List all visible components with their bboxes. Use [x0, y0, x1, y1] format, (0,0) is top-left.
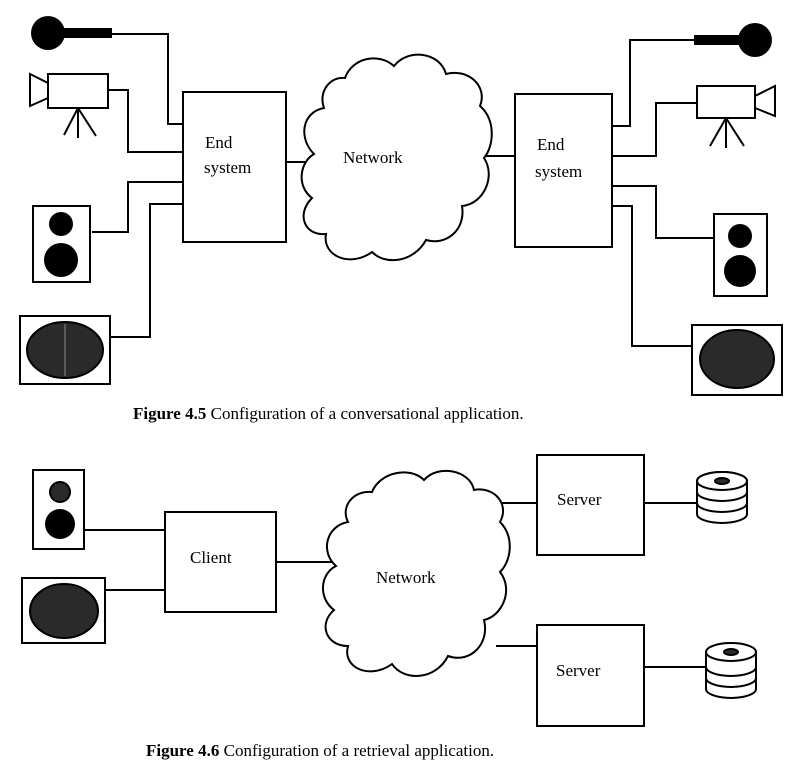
end-system-left: End system	[182, 91, 287, 243]
figure-4-6: Client Network Server Server	[21, 454, 757, 760]
disk-stack-icon-bottom	[705, 642, 757, 699]
speaker-icon	[32, 205, 91, 283]
caption-text-4-5: Configuration of a conversational applic…	[206, 404, 523, 423]
right-connections	[486, 39, 714, 347]
caption-figure-4-6: Figure 4.6 Configuration of a retrieval …	[146, 741, 494, 760]
figure-4-5: End system Network End system	[19, 16, 783, 423]
monitor-icon	[19, 315, 111, 385]
microphone-icon	[31, 16, 112, 50]
microphone-icon-right	[694, 23, 772, 57]
end-system-right-line2: system	[535, 162, 582, 181]
end-system-left-line2: system	[204, 158, 251, 177]
caption-figure-4-5: Figure 4.5 Configuration of a conversati…	[133, 404, 524, 423]
camera-icon	[29, 72, 109, 138]
network-cloud-top: Network	[300, 53, 493, 261]
end-system-left-line1: End	[205, 133, 233, 152]
server-bottom-label: Server	[556, 661, 601, 680]
end-system-right: End system	[514, 93, 613, 248]
speaker-icon-right	[713, 213, 768, 297]
camera-icon-right	[696, 84, 776, 148]
caption-number-4-6: Figure 4.6	[146, 741, 219, 760]
fig46-connections	[84, 502, 705, 668]
server-box-bottom: Server	[536, 624, 645, 727]
client-label: Client	[190, 548, 232, 567]
caption-number-4-5: Figure 4.5	[133, 404, 206, 423]
speaker-icon-client	[32, 469, 85, 550]
left-connections	[92, 33, 312, 338]
disk-stack-icon	[696, 471, 748, 524]
network-label-top: Network	[343, 148, 403, 167]
network-label-bottom: Network	[376, 568, 436, 587]
server-top-label: Server	[557, 490, 602, 509]
server-box-top: Server	[536, 454, 645, 556]
client-box: Client	[164, 511, 277, 613]
monitor-icon-client	[21, 577, 106, 644]
end-system-right-line1: End	[537, 135, 565, 154]
network-cloud-bottom: Network	[322, 470, 511, 677]
caption-text-4-6: Configuration of a retrieval application…	[219, 741, 494, 760]
monitor-icon-right	[691, 324, 783, 396]
